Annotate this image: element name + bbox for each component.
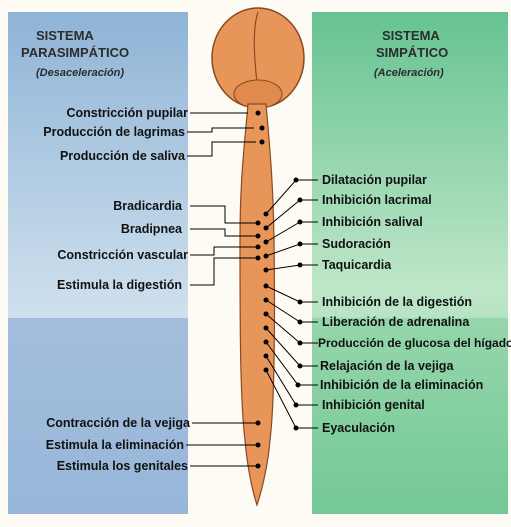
symp-effect-label: Liberación de adrenalina	[322, 315, 470, 329]
symp-effect-label: Producción de glucosa del hígado	[318, 336, 511, 350]
symp-effect-label: Inhibición salival	[322, 215, 423, 229]
symp-effect-label: Inhibición lacrimal	[322, 193, 432, 207]
para-effect-label: Bradicardia	[113, 199, 182, 213]
sympathetic-subtitle: (Aceleración)	[374, 67, 444, 79]
para-effect-label: Bradipnea	[120, 222, 182, 236]
para-effect-label: Estimula la eliminación	[45, 438, 184, 452]
symp-effect-label: Eyaculación	[322, 421, 395, 435]
parasympathetic-panel	[8, 12, 188, 514]
symp-effect-label: Sudoración	[322, 237, 391, 251]
symp-effect-label: Inhibición de la digestión	[322, 295, 473, 309]
para-effect-label: Estimula la digestión	[56, 278, 182, 292]
para-effect-label: Estimula los genitales	[56, 459, 188, 473]
sympathetic-title-line2: SIMPÁTICO	[376, 45, 449, 60]
sympathetic-panel	[312, 12, 508, 514]
parasympathetic-subtitle: (Desaceleración)	[36, 67, 125, 79]
connector-lines	[186, 112, 318, 467]
para-effect-label: Constricción vascular	[57, 248, 188, 262]
para-effect-label: Contracción de la vejiga	[46, 416, 190, 430]
symp-effect-label: Inhibición genital	[322, 398, 425, 412]
spinal-cord	[239, 103, 276, 507]
ganglia-dots	[255, 110, 303, 469]
parasympathetic-title-line2: PARASIMPÁTICO	[21, 45, 130, 60]
para-effect-label: Constricción pupilar	[66, 106, 188, 120]
para-effect-label: Producción de saliva	[59, 149, 185, 163]
para-effect-label: Producción de lagrimas	[43, 125, 185, 139]
symp-effect-label: Inhibición de la eliminación	[320, 378, 484, 392]
parasympathetic-title-line1: SISTEMA	[36, 28, 94, 43]
symp-effect-label: Relajación de la vejiga	[320, 359, 454, 373]
sympathetic-title-line1: SISTEMA	[382, 28, 440, 43]
symp-effect-label: Taquicardia	[322, 258, 392, 272]
symp-effect-label: Dilatación pupilar	[322, 173, 427, 187]
